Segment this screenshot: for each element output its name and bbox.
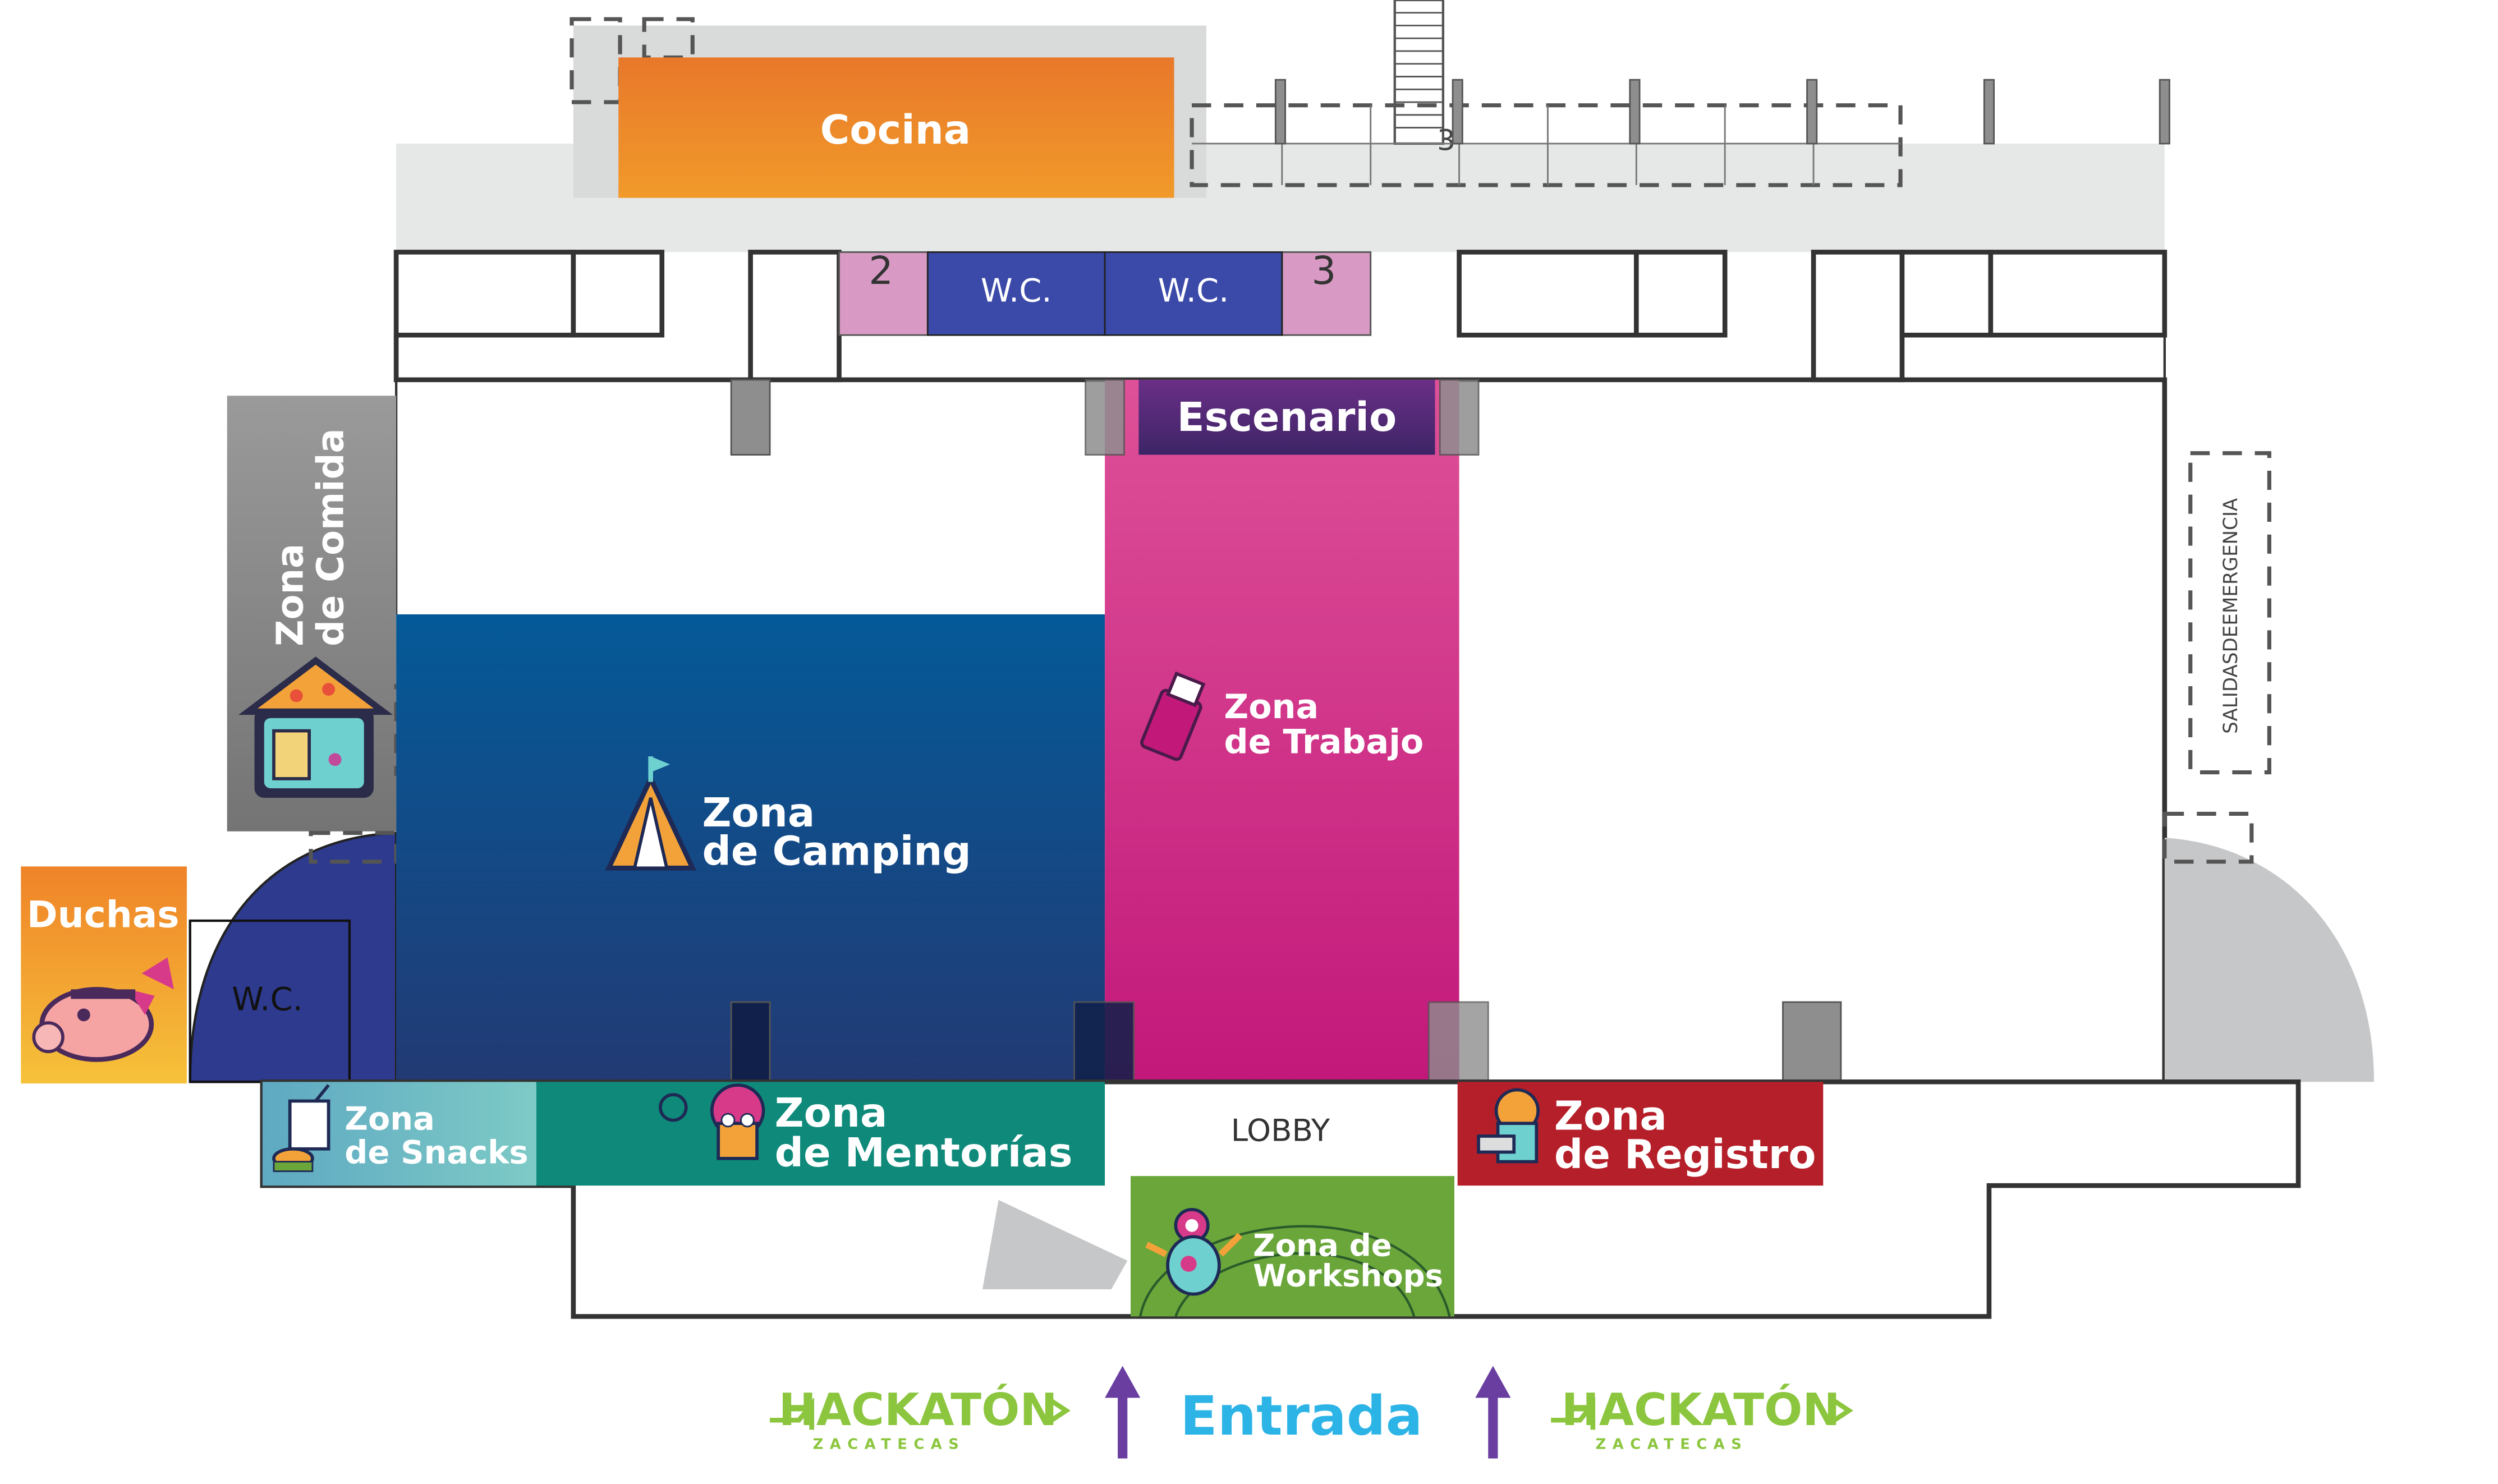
zone-mentorias-label-2: de Mentorías (775, 1129, 1073, 1176)
hackaton-logo-left-sub: ZACATECAS (813, 1436, 966, 1453)
zone-escenario-label: Escenario (1177, 394, 1397, 440)
mentor-character-icon (658, 1083, 765, 1160)
right-dome-dashed (2162, 811, 2254, 864)
stair-2-label: 2 (869, 249, 893, 294)
zone-escenario[interactable] (1138, 379, 1435, 455)
zone-cocina-label: Cocina (820, 107, 971, 153)
staircase (1393, 0, 1445, 145)
wc-top-left-label: W.C. (981, 273, 1052, 310)
zone-comida-label-1: Zona (269, 544, 311, 646)
hackaton-logo-left-word: HACKATÓN (779, 1383, 1058, 1436)
columns (730, 379, 1842, 1083)
zone-snacks-label-2: de Snacks (345, 1134, 528, 1171)
bollards-top (1274, 79, 2170, 145)
workshop-robot-icon (1145, 1207, 1243, 1296)
hackaton-logo-right-word: HACKATÓN (1562, 1383, 1840, 1436)
hackaton-logo-right-sub: ZACATECAS (1596, 1436, 1748, 1453)
door-swing (982, 1200, 1128, 1290)
wc-top-left[interactable] (926, 251, 1106, 336)
zone-workshops-label-2: Workshops (1253, 1258, 1443, 1294)
wc-top-right[interactable] (1104, 251, 1283, 336)
emergency-exit-label: SALIDASDEEMERGENCIA (2220, 498, 2242, 734)
stair-3-label: 3 (1312, 249, 1337, 294)
zone-snacks-label-1: Zona (345, 1101, 435, 1138)
entrance-arrow-right (1475, 1366, 1511, 1459)
zone-cocina[interactable] (618, 57, 1174, 198)
zone-camping-label-1: Zona (702, 790, 815, 837)
zone-comida-label-2: de Comida (309, 428, 352, 646)
right-dome (2164, 838, 2374, 1082)
zone-workshops-label-1: Zona de (1253, 1228, 1392, 1264)
zone-trabajo-label-2: de Trabajo (1224, 723, 1424, 762)
usb-drive-icon (1140, 671, 1206, 761)
staircase-steps (1394, 12, 1443, 128)
wc-top-right-label: W.C. (1158, 273, 1229, 310)
zone-trabajo-label-1: Zona (1224, 687, 1319, 727)
parking-dividers (1192, 105, 1901, 185)
hackaton-logo-left: HACKATÓN ZACATECAS (770, 1383, 1071, 1453)
zone-registro-label-1: Zona (1554, 1093, 1667, 1140)
wc-left-label: W.C. (232, 981, 303, 1018)
tent-icon (605, 756, 697, 871)
zone-mentorias[interactable] (536, 1082, 1105, 1186)
stairs-2-area (838, 251, 929, 336)
piggy-icon (32, 957, 175, 1062)
entrance-label[interactable]: Entrada (1180, 1384, 1422, 1447)
workshops-arc (1139, 1225, 1451, 1317)
snack-cup-icon (272, 1084, 330, 1172)
zone-mentorias-label-1: Zona (775, 1090, 888, 1136)
zone-registro-label-2: de Registro (1554, 1131, 1816, 1178)
emergency-exit[interactable] (2188, 451, 2271, 775)
zone-camping-label-2: de Camping (702, 828, 971, 875)
zone-duchas-label: Duchas (27, 894, 180, 936)
registro-character-icon (1477, 1088, 1540, 1164)
lobby-label: LOBBY (1231, 1113, 1330, 1148)
lobby-outline (260, 1079, 2301, 1319)
entrance-arrow-left (1105, 1366, 1141, 1459)
hackaton-logo-right: HACKATÓN ZACATECAS (1551, 1383, 1853, 1453)
pizza-computer-icon (238, 656, 393, 798)
wc-left-dome[interactable] (189, 831, 398, 1083)
